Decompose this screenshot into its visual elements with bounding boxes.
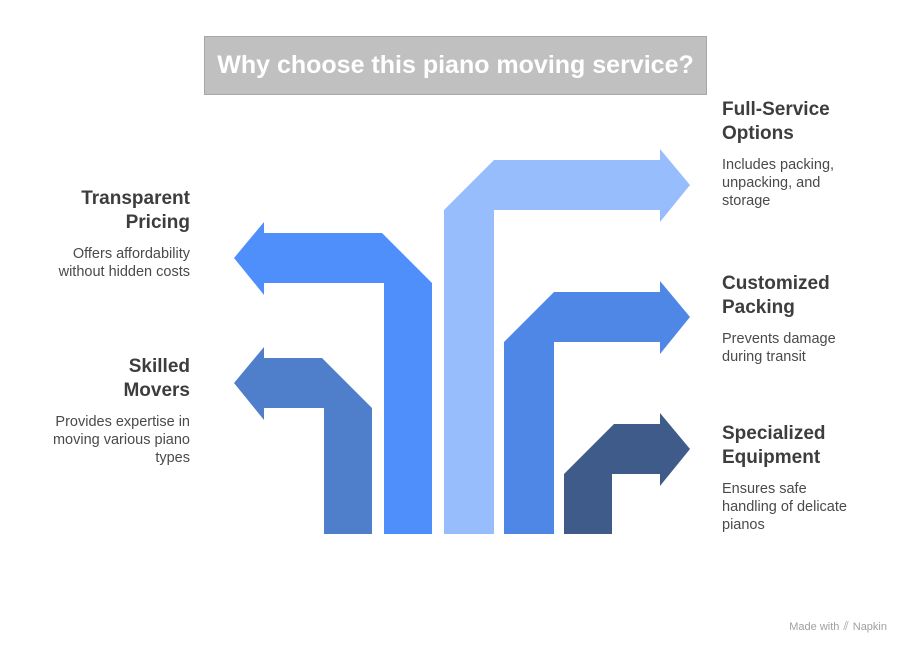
desc-line: Ensures safe <box>722 481 807 497</box>
title-box: Why choose this piano moving service? <box>204 36 707 95</box>
brand-name: Napkin <box>852 620 887 633</box>
desc-line: Prevents damage <box>722 331 836 347</box>
heading-line: Options <box>722 123 794 144</box>
arrow-customized-packing <box>504 281 690 534</box>
heading-line: Customized <box>722 273 830 294</box>
heading-line: Packing <box>722 297 795 318</box>
item-description: Includes packing, unpacking, and storage <box>722 156 892 210</box>
desc-line: pianos <box>722 517 765 533</box>
desc-line: moving various piano <box>52 432 190 448</box>
item-transparent-pricing: Transparent Pricing Offers affordability… <box>20 187 190 281</box>
desc-line: without hidden costs <box>58 264 190 280</box>
heading-line: Equipment <box>722 447 821 468</box>
made-with-label: Made with <box>789 620 840 633</box>
arrow-full-service <box>444 149 690 534</box>
arrow-skilled-movers <box>234 347 372 534</box>
heading-line: Movers <box>123 380 190 401</box>
item-full-service: Full-Service Options Includes packing, u… <box>722 98 892 210</box>
napkin-logo-icon: ⫽ <box>843 619 849 633</box>
desc-line: unpacking, and <box>722 175 821 191</box>
desc-line: Includes packing, <box>722 157 835 173</box>
made-with-napkin[interactable]: Made with ⫽ Napkin <box>789 619 887 634</box>
item-skilled-movers: Skilled Movers Provides expertise in mov… <box>20 355 190 467</box>
heading-line: Skilled <box>128 356 190 377</box>
desc-line: during transit <box>722 349 806 365</box>
arrow-transparent-pricing <box>234 222 432 534</box>
item-heading: Customized Packing <box>722 272 892 320</box>
item-heading: Specialized Equipment <box>722 422 892 470</box>
item-customized-packing: Customized Packing Prevents damage durin… <box>722 272 892 366</box>
item-specialized-equipment: Specialized Equipment Ensures safe handl… <box>722 422 892 534</box>
heading-line: Pricing <box>125 212 190 233</box>
desc-line: Provides expertise in <box>55 414 190 430</box>
item-heading: Full-Service Options <box>722 98 892 146</box>
desc-line: Offers affordability <box>72 246 190 262</box>
arrow-specialized-equipment <box>564 413 690 534</box>
item-description: Offers affordability without hidden cost… <box>20 245 190 281</box>
item-heading: Skilled Movers <box>20 355 190 403</box>
desc-line: handling of delicate <box>722 499 847 515</box>
item-description: Prevents damage during transit <box>722 330 892 366</box>
heading-line: Full-Service <box>722 99 830 120</box>
heading-line: Specialized <box>722 423 826 444</box>
desc-line: storage <box>722 193 771 209</box>
heading-line: Transparent <box>81 188 190 209</box>
desc-line: types <box>155 450 190 466</box>
page-title: Why choose this piano moving service? <box>217 51 694 79</box>
item-description: Provides expertise in moving various pia… <box>20 413 190 467</box>
item-description: Ensures safe handling of delicate pianos <box>722 480 892 534</box>
item-heading: Transparent Pricing <box>20 187 190 235</box>
